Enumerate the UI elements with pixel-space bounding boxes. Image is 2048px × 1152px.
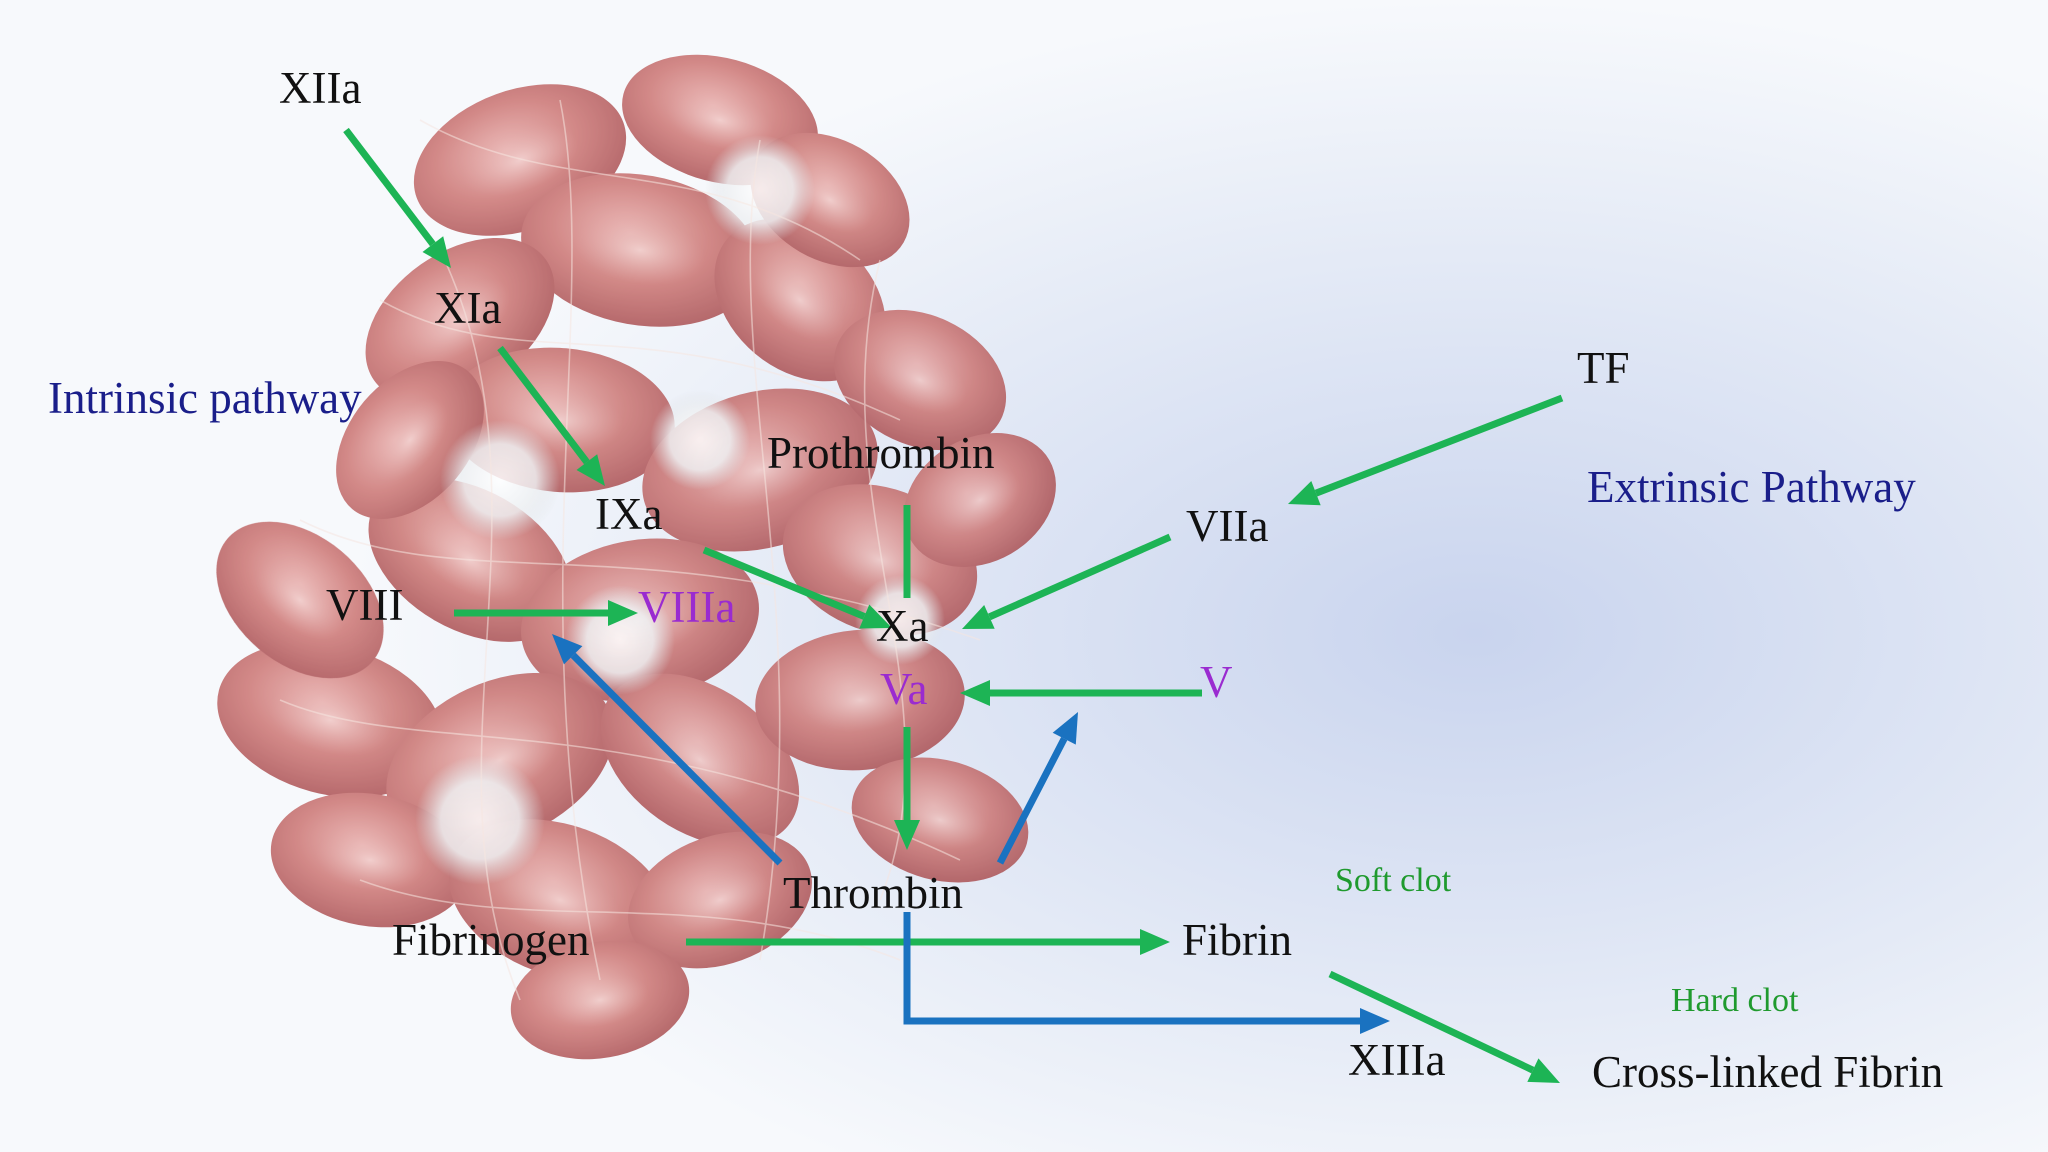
fibrin-fiber bbox=[863, 259, 907, 901]
fibrinogen-label: Fibrinogen bbox=[392, 915, 590, 965]
arrow-viii-to-viiia bbox=[454, 600, 638, 626]
factor-xiia-label: XIIa bbox=[279, 63, 362, 113]
platelet bbox=[415, 755, 545, 885]
prothrombin-label: Prothrombin bbox=[767, 428, 995, 478]
platelet bbox=[705, 135, 815, 245]
factor-viiia-label: VIIIa bbox=[638, 582, 736, 632]
red-blood-cell bbox=[270, 792, 470, 928]
factor-va-label: Va bbox=[880, 664, 928, 714]
factor-viia-label: VIIa bbox=[1186, 501, 1269, 551]
soft-clot-label: Soft clot bbox=[1335, 862, 1452, 899]
arrow-thrombin-to-viiia bbox=[552, 634, 783, 866]
arrow-thrombin-to-xiiia bbox=[903, 912, 1390, 1034]
fibrin-fiber bbox=[559, 99, 601, 981]
intrinsic-pathway-label: Intrinsic pathway bbox=[48, 373, 362, 423]
fibrin-fiber bbox=[439, 249, 521, 1001]
platelet bbox=[440, 420, 560, 540]
fibrin-fiber bbox=[749, 139, 781, 961]
fibrin-fiber bbox=[419, 119, 861, 261]
factor-xiiia-label: XIIIa bbox=[1348, 1035, 1446, 1085]
fibrin-label: Fibrin bbox=[1182, 915, 1293, 965]
arrow-thrombin-to-va bbox=[996, 712, 1078, 865]
platelet bbox=[650, 390, 750, 490]
fibrin-fiber bbox=[279, 699, 961, 861]
red-blood-cell bbox=[521, 173, 759, 327]
factor-xa-label: Xa bbox=[876, 601, 929, 651]
arrow-tf-to-viia bbox=[1288, 394, 1564, 506]
fibrin-fiber bbox=[299, 519, 981, 641]
red-blood-cell bbox=[217, 642, 443, 798]
arrow-xia-to-ixa bbox=[497, 345, 605, 486]
fibrin-fiber bbox=[379, 299, 901, 421]
red-blood-cell bbox=[216, 521, 384, 679]
arrow-fibrin-to-cross-linked bbox=[1328, 970, 1560, 1083]
arrow-fibrinogen-to-fibrin bbox=[686, 929, 1170, 955]
factor-v-label: V bbox=[1200, 657, 1233, 707]
fibrin-fiber bbox=[359, 879, 901, 961]
thrombin-label: Thrombin bbox=[783, 868, 963, 918]
red-blood-cell bbox=[904, 433, 1056, 567]
cross-linked-fibrin-label: Cross-linked Fibrin bbox=[1592, 1047, 1944, 1097]
extrinsic-pathway-label: Extrinsic Pathway bbox=[1587, 462, 1916, 512]
arrow-v-to-va bbox=[960, 680, 1202, 706]
arrow-xiia-to-xia bbox=[343, 127, 451, 268]
arrow-va-to-thrombin bbox=[894, 727, 920, 850]
factor-ixa-label: IXa bbox=[595, 489, 663, 539]
tissue-factor-label: TF bbox=[1577, 343, 1630, 393]
factor-viii-label: VIII bbox=[326, 580, 404, 630]
hard-clot-label: Hard clot bbox=[1671, 982, 1799, 1019]
platelet bbox=[855, 575, 945, 665]
arrow-viia-to-xa bbox=[962, 533, 1172, 629]
factor-xia-label: XIa bbox=[434, 283, 502, 333]
red-blood-cell bbox=[833, 309, 1007, 451]
red-blood-cell bbox=[510, 940, 690, 1060]
arrow-ixa-to-xa bbox=[702, 546, 892, 629]
red-blood-cell bbox=[755, 629, 965, 771]
red-blood-cell bbox=[600, 673, 800, 847]
